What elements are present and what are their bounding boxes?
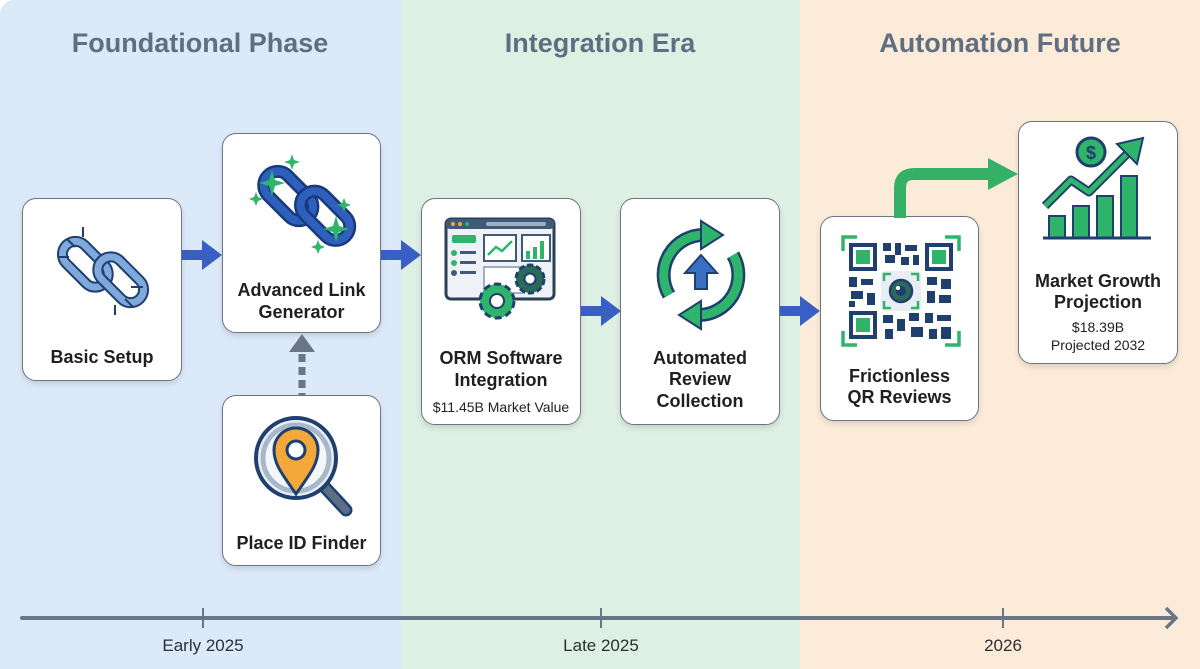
card-place-id-finder: Place ID Finder bbox=[222, 395, 381, 566]
card-label-line3: Collection bbox=[656, 391, 744, 411]
card-label-line1: Advanced Link bbox=[237, 280, 366, 300]
phase-title-foundational: Foundational Phase bbox=[71, 28, 329, 58]
card-frictionless-qr-reviews: Frictionless QR Reviews bbox=[820, 216, 979, 421]
card-sub-market-value: $11.45B Market Value bbox=[432, 399, 570, 415]
card-basic-setup: Basic Setup bbox=[22, 198, 182, 381]
flow-arrow-basic-to-advanced bbox=[182, 240, 222, 270]
dashboard-gears-icon bbox=[444, 217, 556, 320]
card-label-line2: Integration bbox=[454, 370, 548, 390]
timeline-axis bbox=[20, 606, 1179, 630]
timeline-label-early-2025: Early 2025 bbox=[162, 636, 244, 655]
card-orm-software-integration: ORM Software Integration $11.45B Market … bbox=[421, 198, 581, 425]
dependency-arrow-place-id-to-advanced bbox=[289, 334, 315, 396]
card-label-line1: Market Growth bbox=[1034, 271, 1162, 291]
card-sub-projected-year: Projected 2032 bbox=[1050, 337, 1146, 353]
phase-title-integration: Integration Era bbox=[504, 28, 696, 58]
qr-code-camera-icon bbox=[841, 235, 961, 347]
card-label-line1: Frictionless bbox=[848, 366, 951, 386]
magnifier-location-pin-icon bbox=[254, 416, 353, 517]
card-label-line2: Projection bbox=[1053, 292, 1142, 312]
flow-arrow-automated-to-qr bbox=[780, 296, 820, 326]
flow-arrow-orm-to-automated bbox=[581, 296, 621, 326]
timeline-label-late-2025: Late 2025 bbox=[563, 636, 639, 655]
card-label-line1: Automated bbox=[653, 348, 747, 368]
flow-arrow-advanced-to-orm bbox=[381, 240, 421, 270]
card-automated-review-collection: Automated Review Collection bbox=[620, 198, 780, 425]
timeline-label-2026: 2026 bbox=[984, 636, 1022, 655]
svg-text:$: $ bbox=[1086, 143, 1096, 163]
sparkle-chain-link-icon bbox=[249, 154, 357, 254]
card-label-line2: Generator bbox=[258, 302, 345, 322]
card-market-growth-projection: $ Market Growth Projection $18.39B Proje… bbox=[1018, 121, 1178, 364]
phase-title-automation: Automation Future bbox=[879, 28, 1121, 58]
card-label-line2: QR Reviews bbox=[847, 387, 952, 407]
growth-chart-dollar-icon: $ bbox=[1041, 136, 1151, 240]
growth-arrow-qr-to-market bbox=[894, 158, 1018, 218]
refresh-cycle-arrow-icon bbox=[656, 219, 746, 331]
card-label: Basic Setup bbox=[50, 347, 154, 367]
card-label-line1: ORM Software bbox=[439, 348, 563, 368]
card-advanced-link-generator: Advanced Link Generator bbox=[222, 133, 381, 333]
card-sub-value: $18.39B bbox=[1071, 319, 1125, 335]
card-label-line2: Review bbox=[668, 369, 732, 389]
card-label: Place ID Finder bbox=[236, 533, 367, 553]
broken-chain-link-icon bbox=[56, 227, 150, 315]
